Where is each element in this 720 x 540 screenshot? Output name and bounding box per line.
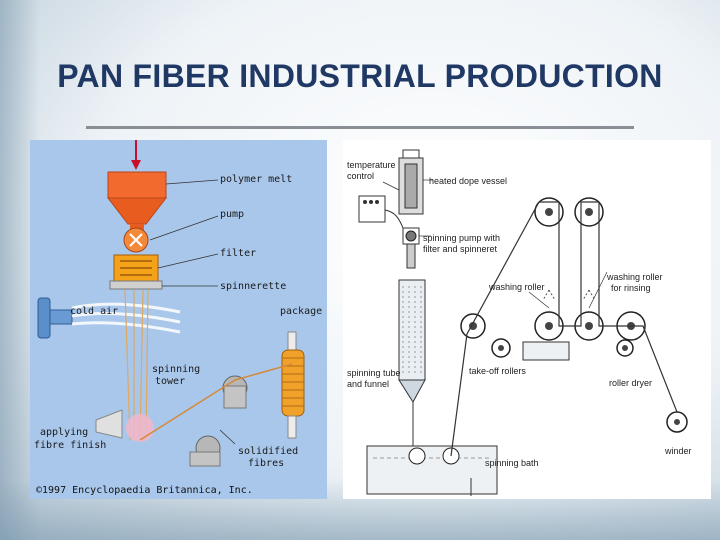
label-cold-air: cold air [70, 306, 119, 317]
label-winder: winder [665, 446, 692, 456]
label-spinning-bath: spinning bath [485, 458, 539, 468]
melt-spinning-diagram: polymer melt pump filter spinnerette col… [30, 140, 327, 499]
label-roller-dryer: roller dryer [609, 378, 653, 388]
label-polymer-melt: polymer melt [220, 174, 293, 185]
melt-spinning-illustration [37, 140, 305, 467]
label-spinning-pump: spinning pump with [423, 233, 501, 243]
label-spinning-tube: spinning tube [347, 368, 401, 378]
label-spinnerette: spinnerette [220, 281, 287, 292]
label-fibre-finish: fibre finish [34, 440, 107, 451]
label-tower: tower [155, 376, 186, 387]
label-pump: pump [220, 209, 245, 220]
label-fibres: fibres [248, 458, 285, 469]
title-underline [86, 126, 634, 129]
wet-spinning-diagram: temperature control heated dope vessel s… [343, 140, 711, 499]
label-filter: filter [220, 248, 257, 259]
label-solidified: solidified [238, 446, 299, 457]
label-for-rinsing: for rinsing [611, 283, 651, 293]
label-take-off-rollers: take-off rollers [469, 366, 526, 376]
slide-title: PAN FIBER INDUSTRIAL PRODUCTION [57, 58, 663, 94]
label-and-funnel: and funnel [347, 379, 390, 389]
label-washing-roller: washing roller [489, 282, 545, 292]
label-washing-roller-rinse: washing roller [607, 272, 663, 282]
label-spinning: spinning [152, 364, 201, 375]
copyright-notice: ©1997 Encyclopaedia Britannica, Inc. [36, 485, 253, 496]
label-filter-spinneret: filter and spinneret [423, 244, 498, 254]
label-temperature: temperature [347, 160, 396, 170]
label-control: control [347, 171, 375, 181]
label-package: package [280, 306, 323, 317]
label-applying: applying [40, 427, 89, 438]
wet-spinning-schematic [358, 149, 688, 496]
label-heated-dope-vessel: heated dope vessel [429, 176, 508, 186]
